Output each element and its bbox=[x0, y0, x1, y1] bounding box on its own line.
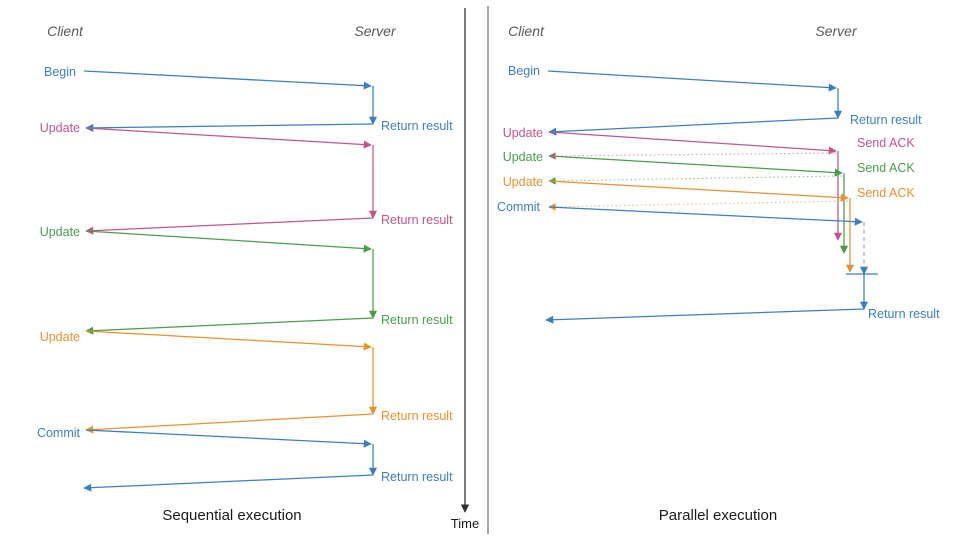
server-message-label: Return result bbox=[381, 119, 453, 133]
message-request-orange bbox=[85, 330, 372, 351]
client-message-label: Update bbox=[40, 225, 80, 239]
client-message-label: Commit bbox=[37, 426, 81, 440]
client-message-label: Update bbox=[40, 121, 80, 135]
client-message-label: Update bbox=[40, 330, 80, 344]
message-response-blue bbox=[545, 308, 865, 324]
lane-label-server: Server bbox=[815, 23, 858, 39]
server-message-label: Send ACK bbox=[857, 136, 915, 150]
server-message-label: Return result bbox=[868, 307, 940, 321]
message-response-orange bbox=[85, 413, 374, 434]
server-message-label: Return result bbox=[381, 409, 453, 423]
message-request-blue bbox=[83, 70, 372, 90]
server-message-label: Return result bbox=[381, 470, 453, 484]
message-request-blue bbox=[548, 206, 863, 226]
message-response-blue bbox=[83, 474, 374, 492]
message-ack-orange bbox=[548, 200, 849, 211]
message-response-green bbox=[85, 317, 374, 335]
server-message-label: Return result bbox=[381, 313, 453, 327]
message-request-blue bbox=[85, 429, 372, 448]
message-request-pink bbox=[85, 127, 372, 149]
time-axis-label: Time bbox=[451, 516, 479, 531]
message-request-green bbox=[85, 230, 372, 253]
server-message-label: Send ACK bbox=[857, 161, 915, 175]
server-message-label: Return result bbox=[850, 113, 922, 127]
message-response-pink bbox=[85, 217, 374, 235]
message-ack-green bbox=[548, 175, 843, 185]
client-message-label: Update bbox=[503, 150, 543, 164]
client-message-label: Update bbox=[503, 175, 543, 189]
client-message-label: Commit bbox=[497, 200, 541, 214]
lane-label-client: Client bbox=[508, 23, 545, 39]
server-message-label: Return result bbox=[381, 213, 453, 227]
message-ack-pink bbox=[548, 152, 837, 160]
message-request-blue bbox=[547, 70, 837, 92]
message-response-blue bbox=[548, 117, 839, 136]
message-request-green bbox=[548, 155, 843, 177]
lane-label-server: Server bbox=[354, 23, 397, 39]
message-request-orange bbox=[548, 180, 849, 202]
message-request-pink bbox=[548, 131, 837, 155]
client-message-label: Begin bbox=[44, 65, 76, 79]
lane-label-client: Client bbox=[47, 23, 84, 39]
time-axis-layer: Time bbox=[451, 8, 479, 531]
client-message-label: Begin bbox=[508, 64, 540, 78]
message-response-blue bbox=[85, 123, 374, 132]
panel-caption-sequential: Sequential execution bbox=[162, 507, 301, 524]
panel-caption-parallel: Parallel execution bbox=[659, 507, 777, 524]
client-message-label: Update bbox=[503, 126, 543, 140]
server-message-label: Send ACK bbox=[857, 186, 915, 200]
